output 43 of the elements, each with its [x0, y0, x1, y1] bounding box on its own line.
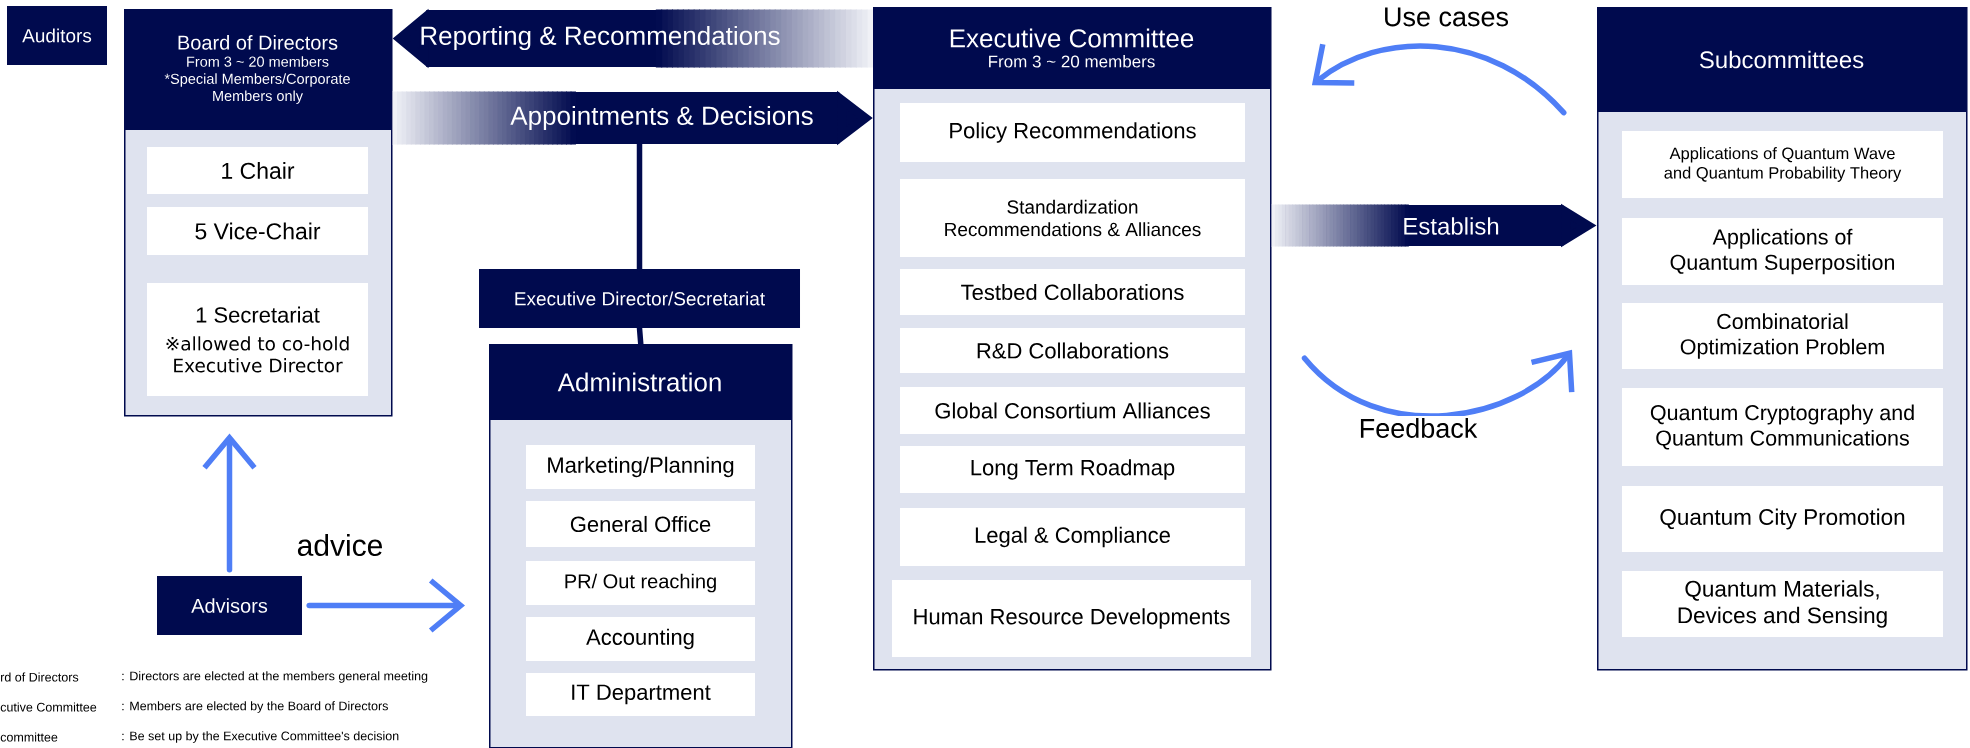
task-box: Standardization Recommendations & Alliances	[900, 179, 1245, 257]
note-text: rd of Directors	[1, 672, 79, 682]
connector-line	[636, 141, 643, 272]
edge-label: Appointments & Decisions	[510, 105, 813, 131]
subcommittee-box: Applications of Quantum Superposition	[1622, 218, 1943, 285]
task-box: Policy Recommendations	[900, 103, 1245, 162]
task-box: R&D Collaborations	[900, 328, 1245, 373]
note-text: : Directors are elected at the members general meeting	[122, 671, 428, 683]
curved-arrow	[1301, 349, 1575, 419]
subcommittee-box: Quantum City Promotion	[1622, 486, 1943, 552]
director-box: Executive Director/Secretariat	[479, 269, 800, 328]
department-box: General Office	[526, 501, 755, 547]
edge-label: advice	[294, 532, 386, 558]
arrow	[306, 578, 465, 633]
note-text: committee	[0, 732, 58, 742]
subcommittee-box: Combinatorial Optimization Problem	[1622, 303, 1943, 369]
task-box: Global Consortium Alliances	[900, 387, 1245, 434]
arrow	[202, 433, 257, 573]
edge-label: Reporting & Recommendations	[421, 25, 780, 51]
member-box: 1 Chair	[147, 147, 368, 194]
member-box: 5 Vice-Chair	[147, 207, 368, 255]
edge-label: Establish	[1404, 217, 1499, 235]
task-box: Long Term Roadmap	[900, 446, 1245, 493]
department-box: Accounting	[526, 617, 755, 661]
department-box: Marketing/Planning	[526, 445, 755, 489]
connector-line	[636, 325, 644, 347]
task-box: Testbed Collaborations	[900, 269, 1245, 315]
member-box: 1 Secretariat ※allowed to co-hold Executive Director	[147, 283, 368, 396]
advisors-box: Advisors	[157, 576, 302, 635]
task-box: Legal & Compliance	[900, 508, 1245, 566]
edge-label: Feedback	[1356, 416, 1480, 440]
department-box: PR/ Out reaching	[526, 561, 755, 605]
note-text: : Members are elected by the Board of Directors	[122, 701, 388, 713]
note-text: cutive Committee	[0, 702, 97, 712]
note-text: : Be set up by the Executive Committee's decision	[122, 731, 399, 743]
edge-label: Use cases	[1381, 5, 1512, 29]
curved-arrow	[1311, 43, 1567, 116]
subcommittee-box: Quantum Materials, Devices and Sensing	[1622, 571, 1943, 637]
task-box: Human Resource Developments	[892, 580, 1251, 657]
auditors-box: Auditors	[7, 6, 107, 65]
subcommittee-box: Applications of Quantum Wave and Quantum Probability Theory	[1622, 131, 1943, 198]
department-box: IT Department	[526, 673, 755, 716]
subcommittee-box: Quantum Cryptography and Quantum Communications	[1622, 388, 1943, 466]
